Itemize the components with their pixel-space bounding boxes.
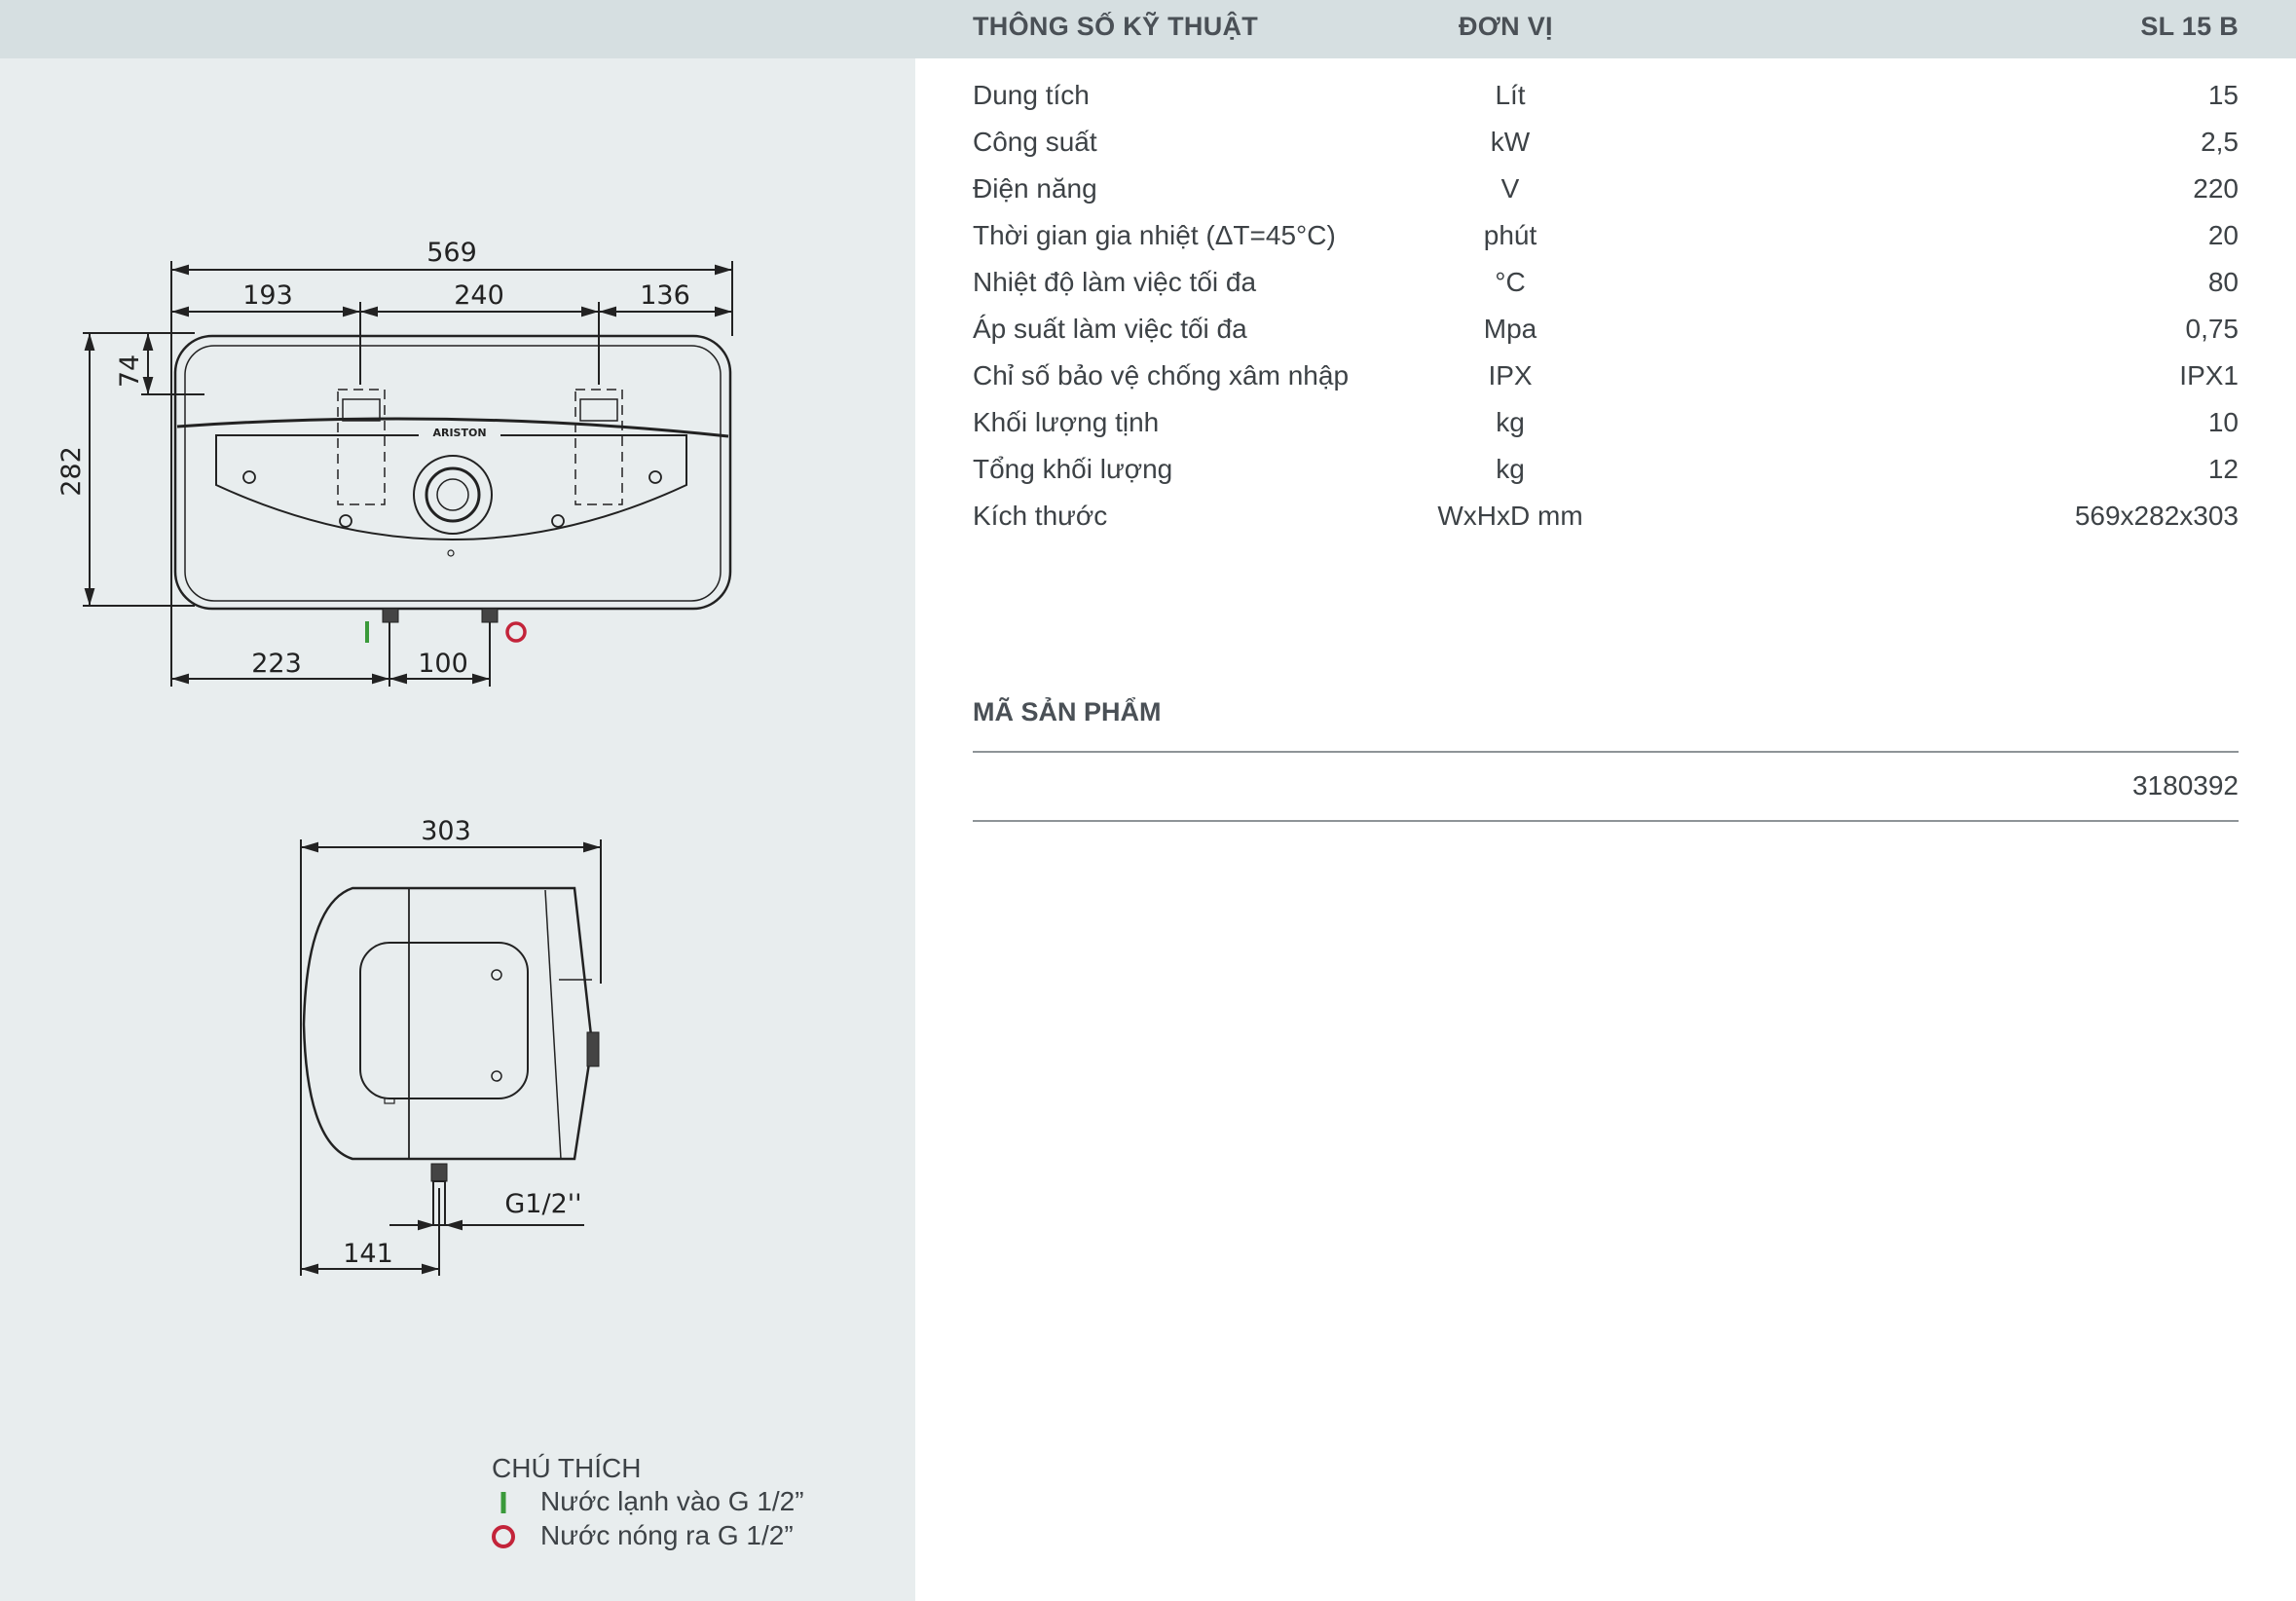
side-view <box>300 839 602 1276</box>
dim-bottom-mid: 100 <box>418 649 468 679</box>
divider-top <box>973 751 2239 753</box>
spec-unit: kg <box>1496 407 1525 437</box>
spec-value: 80 <box>2207 267 2239 297</box>
spec-value: 569x282x303 <box>2074 501 2239 531</box>
dim-seg-left: 193 <box>242 280 293 311</box>
spec-value: 20 <box>2207 220 2239 250</box>
front-view <box>83 261 733 687</box>
spec-value: 10 <box>2207 407 2239 437</box>
column-header-model: SL 15 B <box>2140 12 2239 41</box>
spec-label: Dung tích <box>973 80 1090 110</box>
spec-label: Điện năng <box>973 173 1097 204</box>
spec-unit: V <box>1500 173 1520 204</box>
cold-inlet-icon <box>500 1492 506 1513</box>
product-code-value: 3180392 <box>2131 770 2239 800</box>
spec-value: 0,75 <box>2185 314 2240 344</box>
dim-height: 282 <box>56 446 87 497</box>
spec-row: Dung tích Lít 15 <box>973 80 2239 127</box>
spec-unit: °C <box>1495 267 1526 297</box>
spec-row: Thời gian gia nhiệt (ΔT=45°C) phút 20 <box>973 220 2239 267</box>
spec-row: Điện năng V 220 <box>973 173 2239 220</box>
hot-outlet-marker <box>505 621 527 643</box>
technical-drawing: ARISTON 569 193 240 136 282 74 223 100 3… <box>56 238 733 1276</box>
dim-seg-right: 136 <box>640 280 690 311</box>
spec-value: 15 <box>2207 80 2239 110</box>
legend-label-cold: Nước lạnh vào G 1/2” <box>540 1486 804 1516</box>
dim-width: 569 <box>426 238 477 268</box>
spec-unit: Mpa <box>1483 314 1537 344</box>
spec-unit: kW <box>1490 127 1531 157</box>
spec-row: Chỉ số bảo vệ chống xâm nhập IPX IPX1 <box>973 360 2239 407</box>
spec-value: IPX1 <box>2179 360 2239 391</box>
legend-title: CHÚ THÍCH <box>492 1453 642 1483</box>
hot-outlet-icon <box>492 1525 515 1548</box>
spec-unit: phút <box>1483 220 1537 250</box>
dim-pipe-offset: 141 <box>343 1239 393 1269</box>
spec-label: Nhiệt độ làm việc tối đa <box>973 267 1257 297</box>
header-bar <box>0 0 2296 58</box>
legend-label-hot: Nước nóng ra G 1/2” <box>540 1520 794 1550</box>
divider-bottom <box>973 820 2239 822</box>
spec-label: Chỉ số bảo vệ chống xâm nhập <box>973 360 1350 391</box>
spec-value: 220 <box>2193 173 2239 204</box>
spec-unit: kg <box>1496 454 1525 484</box>
dim-seg-mid: 240 <box>454 280 504 311</box>
spec-label: Công suất <box>973 127 1097 157</box>
column-header-spec: THÔNG SỐ KỸ THUẬT <box>973 12 1259 41</box>
spec-label: Áp suất làm việc tối đa <box>973 314 1247 344</box>
product-code-title: MÃ SẢN PHẨM <box>973 697 1162 726</box>
spec-unit: Lít <box>1495 80 1526 110</box>
dim-bottom-left: 223 <box>251 649 302 679</box>
dim-top-offset: 74 <box>115 354 145 388</box>
spec-unit: IPX <box>1488 360 1533 391</box>
spec-value: 2,5 <box>2201 127 2239 157</box>
spec-row: Công suất kW 2,5 <box>973 127 2239 173</box>
spec-row: Nhiệt độ làm việc tối đa °C 80 <box>973 267 2239 314</box>
column-header-unit: ĐƠN VỊ <box>1459 12 1553 41</box>
spec-label: Kích thước <box>973 501 1108 531</box>
spec-row: Kích thước WxHxD mm 569x282x303 <box>973 501 2239 547</box>
dim-depth: 303 <box>421 816 471 846</box>
spec-row: Áp suất làm việc tối đa Mpa 0,75 <box>973 314 2239 360</box>
brand-logo: ARISTON <box>432 427 486 439</box>
spec-value: 12 <box>2207 454 2239 484</box>
spec-label: Thời gian gia nhiệt (ΔT=45°C) <box>973 220 1336 250</box>
dim-thread: G1/2'' <box>504 1189 581 1219</box>
spec-row: Khối lượng tịnh kg 10 <box>973 407 2239 454</box>
spec-unit: WxHxD mm <box>1437 501 1583 531</box>
spec-row: Tổng khối lượng kg 12 <box>973 454 2239 501</box>
spec-label: Tổng khối lượng <box>973 454 1173 484</box>
spec-label: Khối lượng tịnh <box>973 407 1160 437</box>
